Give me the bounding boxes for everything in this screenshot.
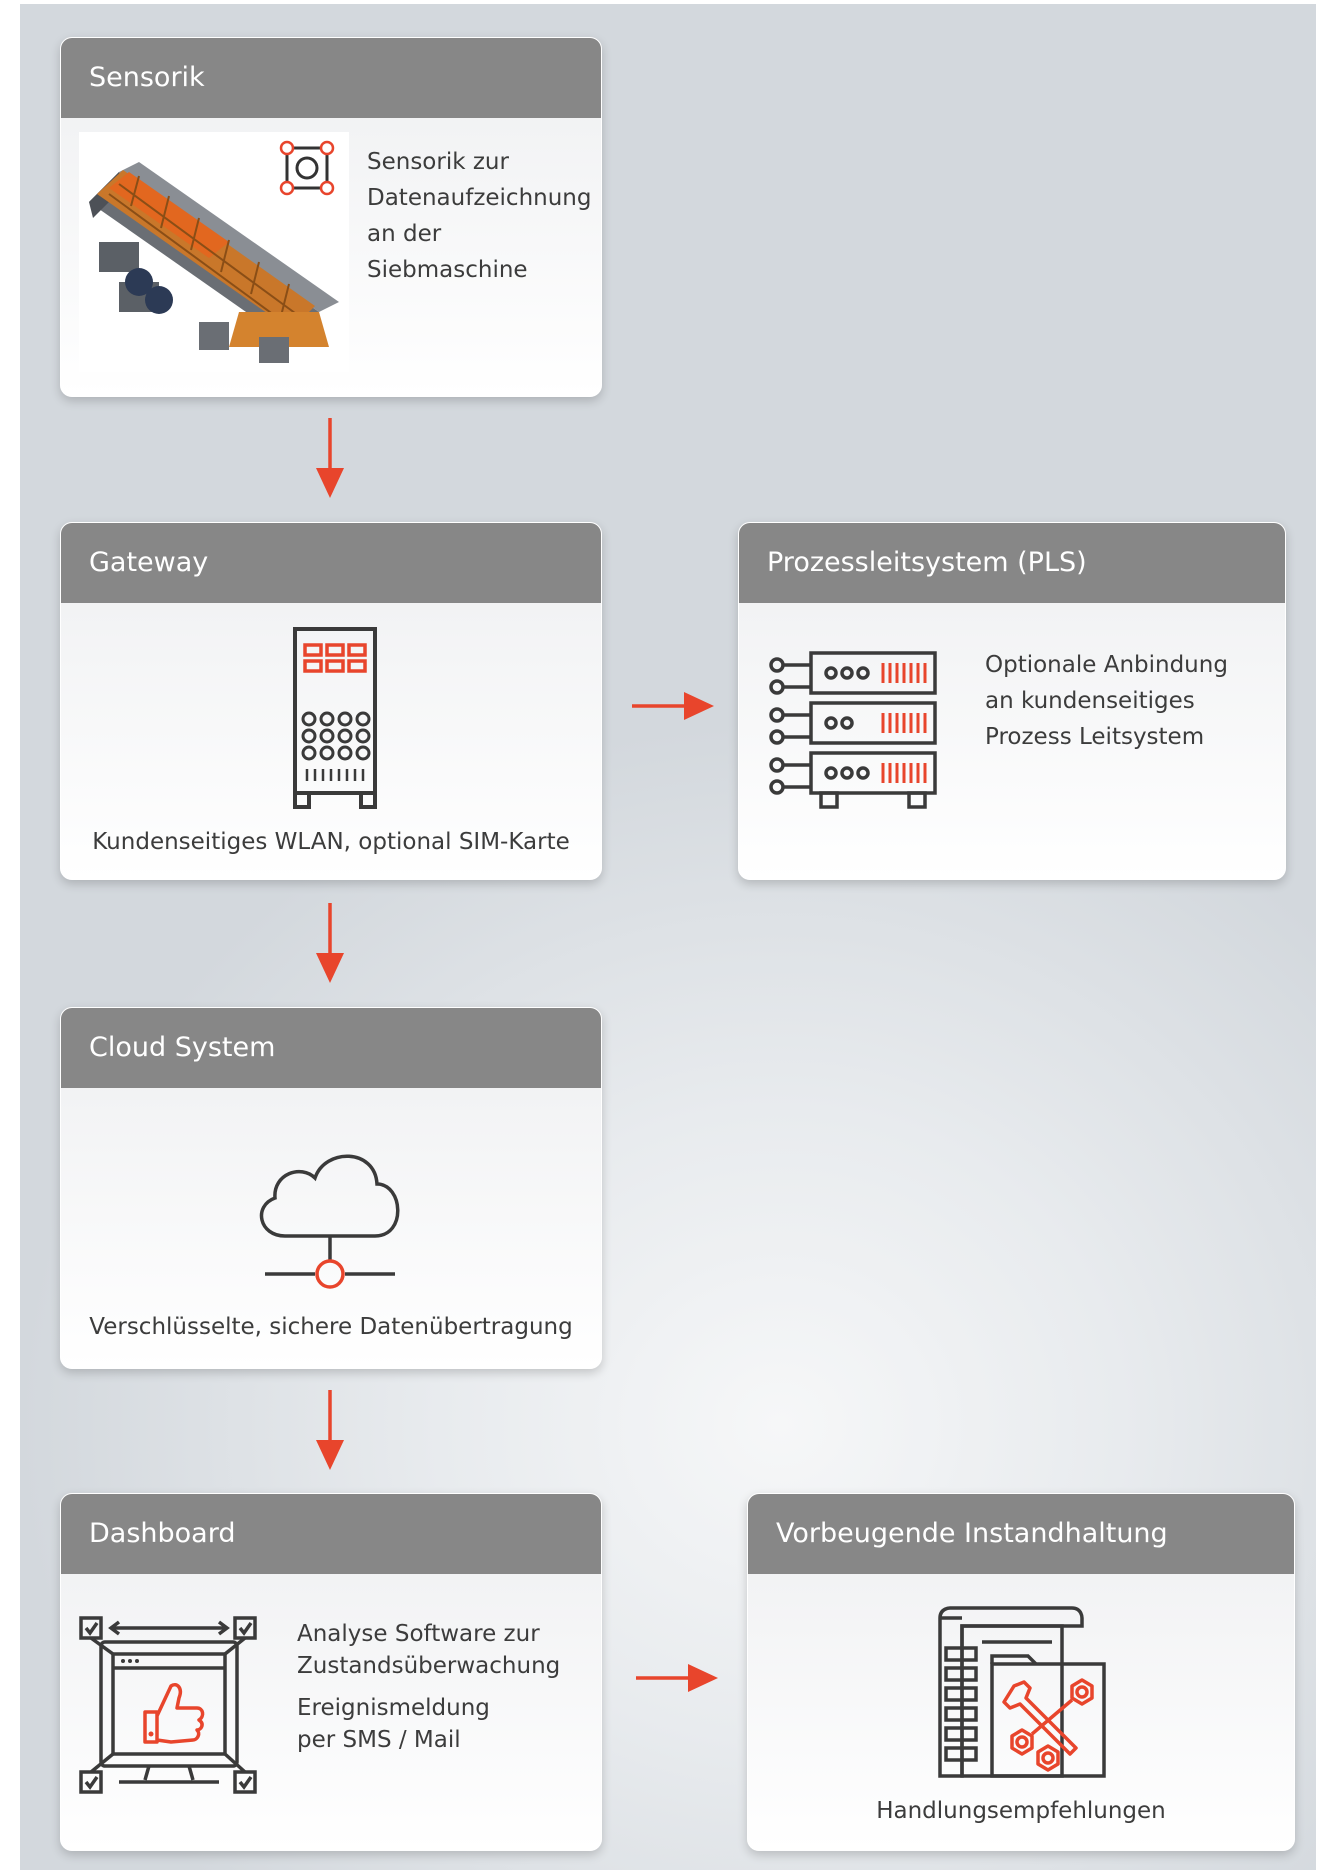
cloud-network-icon [259, 1154, 400, 1289]
arrow-cloud-to-dashboard [316, 1390, 344, 1470]
desc-line: Datenaufzeichnung [367, 185, 592, 211]
card-maintenance: Vorbeugende Instandhaltung [747, 1493, 1295, 1851]
sensor-icon [279, 140, 335, 196]
desc-line: per SMS / Mail [297, 1727, 461, 1753]
arrow-gateway-to-pls [632, 692, 714, 720]
cloud-caption: Verschlüsselte, sichere Datenübertragung [89, 1314, 573, 1340]
arrow-dashboard-to-maintenance [636, 1664, 718, 1692]
card-title: Sensorik [61, 38, 601, 118]
monitor-thumbs-up-icon [79, 1616, 257, 1794]
desc-line: Ereignismeldung [297, 1695, 490, 1721]
card-title: Gateway [61, 523, 601, 603]
gateway-caption: Kundenseitiges WLAN, optional SIM-Karte [92, 829, 570, 855]
screening-machine-image [79, 132, 349, 372]
maintenance-caption: Handlungsempfehlungen [876, 1798, 1166, 1824]
card-cloud: Cloud System Verschlüsselte, sichere Dat… [60, 1007, 602, 1369]
desc-line: Prozess Leitsystem [985, 724, 1205, 750]
arrow-sensorik-to-gateway [316, 418, 344, 498]
sensorik-description: Sensorik zur Datenaufzeichnung an der Si… [367, 144, 592, 288]
desc-line: Sensorik zur [367, 149, 509, 175]
card-title: Vorbeugende Instandhaltung [748, 1494, 1294, 1574]
diagram-canvas: Sensorik [20, 4, 1316, 1870]
desc-line: an der [367, 221, 442, 247]
card-title: Cloud System [61, 1008, 601, 1088]
desc-line: Zustandsüberwachung [297, 1653, 561, 1679]
dashboard-description: Analyse Software zur Zustandsüberwachung… [297, 1618, 560, 1756]
arrow-gateway-to-cloud [316, 903, 344, 983]
gateway-cabinet-icon [293, 627, 377, 809]
desc-line: Analyse Software zur [297, 1621, 540, 1647]
pls-description: Optionale Anbindung an kundenseitiges Pr… [985, 647, 1228, 755]
card-title: Prozessleitsystem (PLS) [739, 523, 1285, 603]
card-pls: Prozessleitsystem (PLS) [738, 522, 1286, 880]
server-rack-icon [769, 651, 937, 809]
desc-line: an kundenseitiges [985, 688, 1195, 714]
card-title: Dashboard [61, 1494, 601, 1574]
card-sensorik: Sensorik [60, 37, 602, 397]
tools-document-icon [938, 1606, 1106, 1778]
card-dashboard: Dashboard [60, 1493, 602, 1851]
card-gateway: Gateway [60, 522, 602, 880]
desc-line: Siebmaschine [367, 257, 528, 283]
desc-line: Optionale Anbindung [985, 652, 1228, 678]
